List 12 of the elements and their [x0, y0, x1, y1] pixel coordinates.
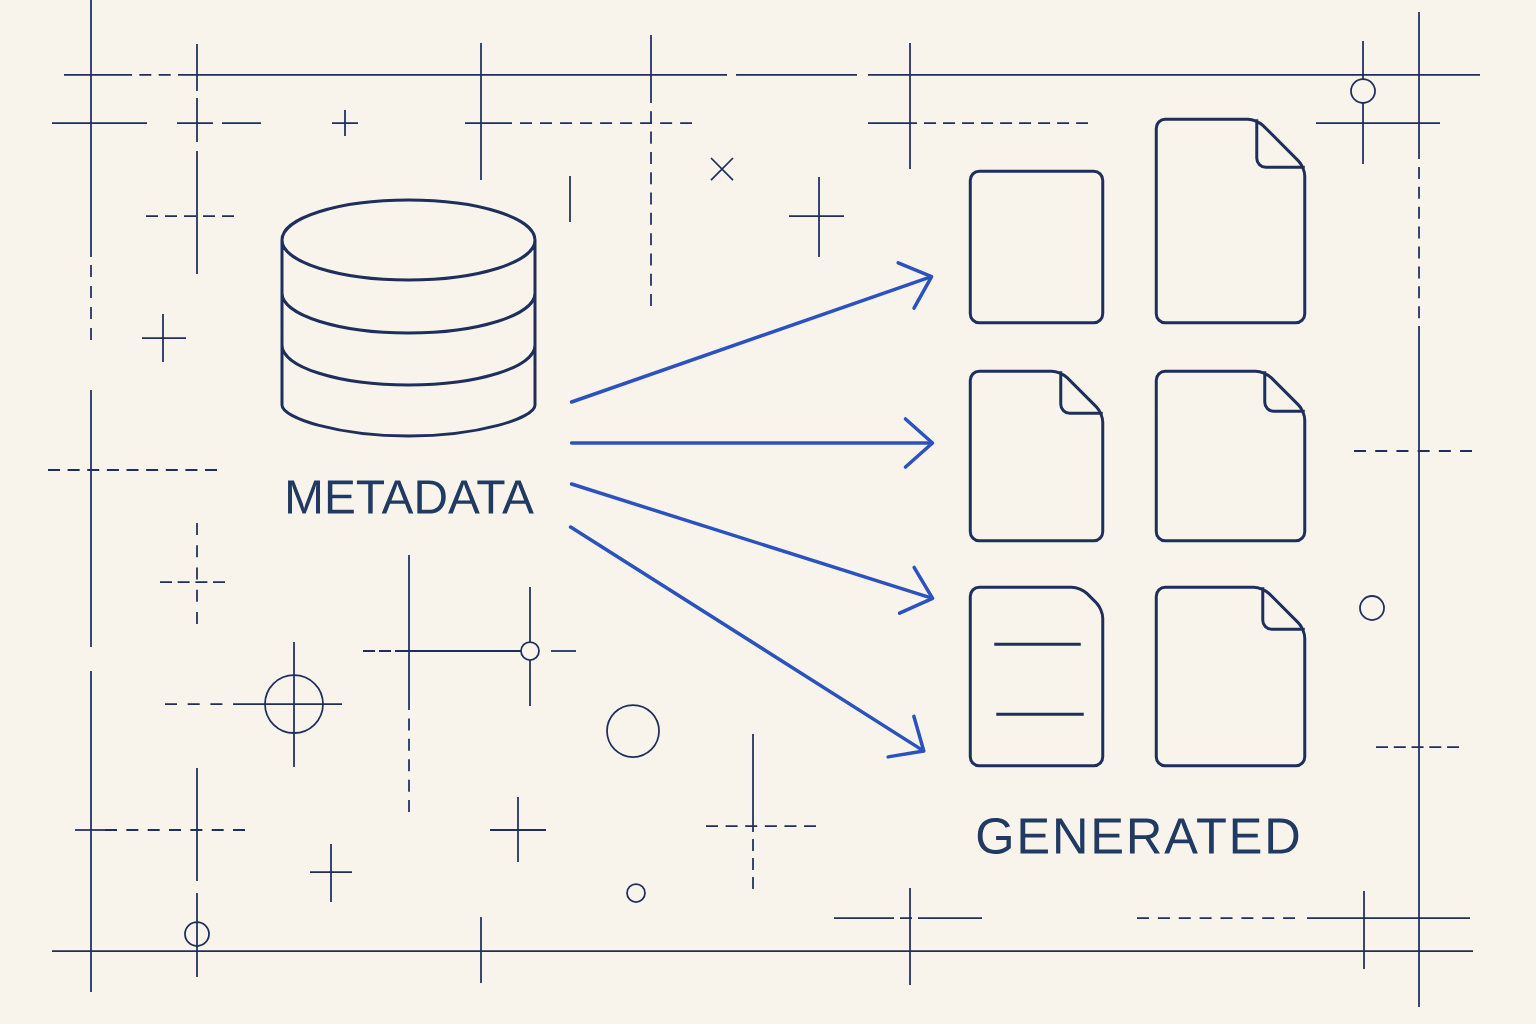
arrow	[568, 525, 926, 759]
arrow	[569, 482, 935, 615]
node-label: METADATA	[288, 480, 534, 514]
document-page	[1154, 369, 1307, 543]
arrow	[569, 261, 934, 404]
document-page	[1154, 117, 1307, 325]
document-page	[968, 369, 1105, 543]
arrow	[569, 417, 935, 469]
blank-page	[968, 169, 1105, 325]
text-document	[968, 585, 1105, 768]
document-page	[1154, 585, 1307, 768]
group-label: GENERATED	[977, 818, 1299, 854]
